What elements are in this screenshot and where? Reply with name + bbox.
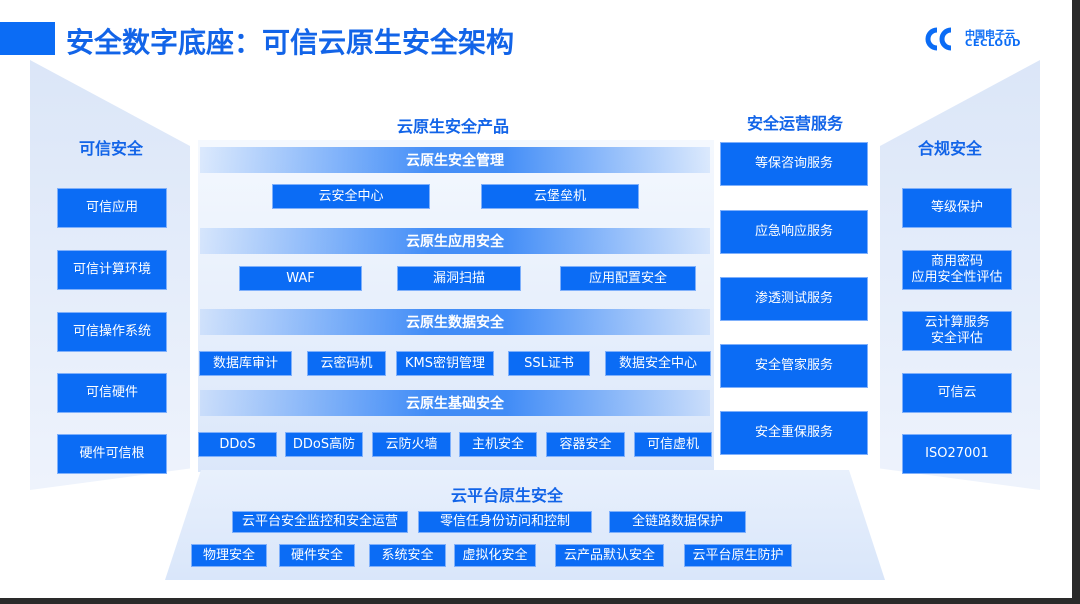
platform-title: 云平台原生安全: [450, 486, 564, 505]
group-header: 云原生安全管理: [200, 147, 710, 173]
compliance-item[interactable]: ISO27001: [902, 434, 1012, 474]
cecloud-logo-icon: [925, 27, 952, 51]
product-item[interactable]: 应用配置安全: [560, 266, 696, 291]
trusted-title: 可信安全: [78, 139, 144, 158]
platform-item[interactable]: 物理安全: [191, 544, 267, 567]
service-item[interactable]: 渗透测试服务: [720, 277, 868, 321]
product-item[interactable]: 云安全中心: [272, 184, 430, 209]
right-edge-bar: [1072, 0, 1080, 604]
service-item[interactable]: 应急响应服务: [720, 210, 868, 254]
product-item[interactable]: WAF: [239, 266, 362, 291]
product-item[interactable]: 主机安全: [459, 432, 537, 457]
trusted-item[interactable]: 可信应用: [57, 188, 167, 228]
trusted-item[interactable]: 可信计算环境: [57, 250, 167, 290]
compliance-item[interactable]: 云计算服务 安全评估: [902, 311, 1012, 351]
trusted-item[interactable]: 可信硬件: [57, 373, 167, 413]
group-header: 云原生基础安全: [200, 390, 710, 416]
bottom-edge-bar: [0, 598, 1080, 604]
compliance-title: 合规安全: [917, 139, 983, 158]
product-item[interactable]: KMS密钥管理: [396, 351, 494, 376]
platform-item[interactable]: 云平台原生防护: [684, 544, 792, 567]
compliance-item[interactable]: 等级保护: [902, 188, 1012, 228]
product-item[interactable]: 云密码机: [307, 351, 386, 376]
logo-cn: 中国电子云: [965, 30, 1015, 41]
product-item[interactable]: DDoS: [198, 432, 277, 457]
cecloud-logo: 中国电子云 CECLOUD: [925, 26, 1035, 52]
product-item[interactable]: 云防火墙: [372, 432, 451, 457]
logo-en: CECLOUD: [965, 38, 1021, 49]
product-item[interactable]: 可信虚机: [634, 432, 712, 457]
platform-item[interactable]: 系统安全: [369, 544, 446, 567]
product-item[interactable]: 容器安全: [546, 432, 625, 457]
service-item[interactable]: 等保咨询服务: [720, 142, 868, 186]
service-item[interactable]: 安全管家服务: [720, 344, 868, 388]
product-item[interactable]: SSL证书: [508, 351, 590, 376]
platform-item[interactable]: 零信任身份访问和控制: [418, 511, 592, 533]
product-item[interactable]: DDoS高防: [285, 432, 363, 457]
platform-item[interactable]: 虚拟化安全: [454, 544, 536, 567]
group-header: 云原生应用安全: [200, 228, 710, 254]
product-item[interactable]: 数据库审计: [199, 351, 292, 376]
trusted-item[interactable]: 可信操作系统: [57, 312, 167, 352]
compliance-item[interactable]: 可信云: [902, 373, 1012, 413]
service-item[interactable]: 安全重保服务: [720, 411, 868, 455]
product-item[interactable]: 数据安全中心: [605, 351, 711, 376]
products-title: 云原生安全产品: [396, 117, 510, 136]
product-item[interactable]: 漏洞扫描: [397, 266, 521, 291]
platform-item[interactable]: 云产品默认安全: [555, 544, 664, 567]
platform-item[interactable]: 硬件安全: [279, 544, 355, 567]
group-header: 云原生数据安全: [200, 309, 710, 335]
product-item[interactable]: 云堡垒机: [481, 184, 639, 209]
trusted-item[interactable]: 硬件可信根: [57, 434, 167, 474]
platform-item[interactable]: 全链路数据保护: [609, 511, 746, 533]
platform-item[interactable]: 云平台安全监控和安全运营: [232, 511, 408, 533]
compliance-item[interactable]: 商用密码 应用安全性评估: [902, 250, 1012, 290]
services-title: 安全运营服务: [746, 114, 844, 133]
title-accent: [0, 22, 55, 55]
page-title: 安全数字底座：可信云原生安全架构: [66, 26, 515, 59]
